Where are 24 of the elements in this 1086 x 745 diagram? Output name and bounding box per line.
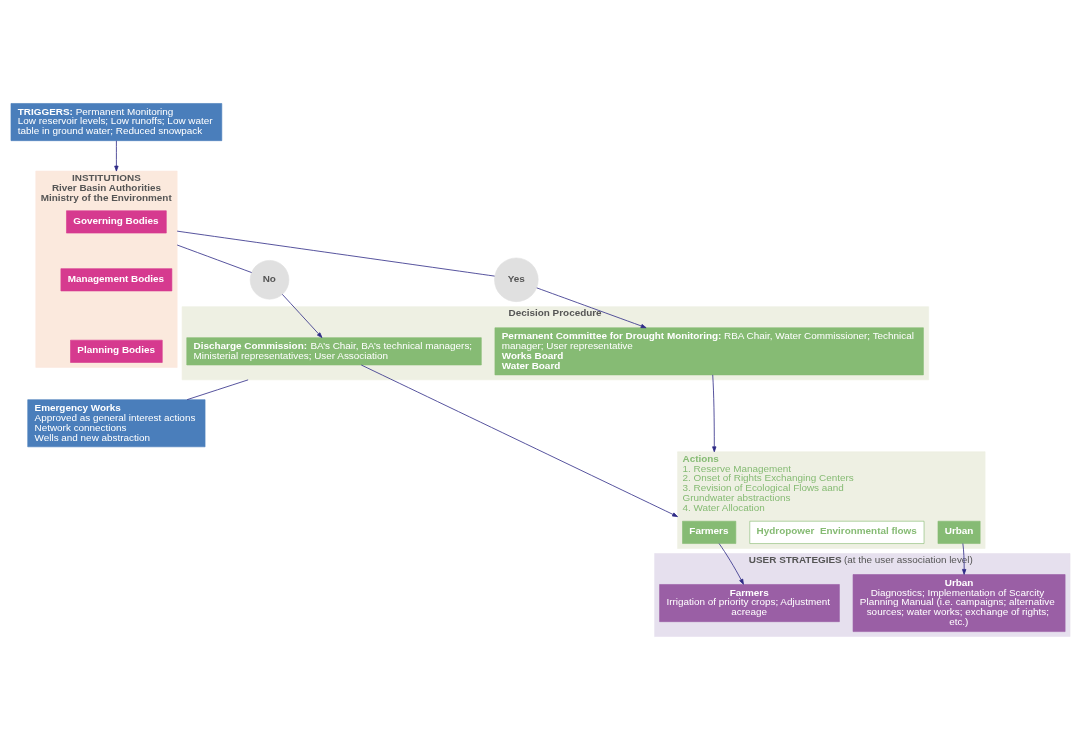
node-box: Permanent Committee for Drought Monitoring: RBA Chair, Water Commissioner; Technical manager; User representative Works Board Water Board — [494, 327, 924, 376]
node-circle: Yes — [494, 257, 539, 302]
connector — [176, 244, 252, 273]
node-box: TRIGGERS: Permanent Monitoring Low reservoir levels; Low runoffs; Low water table in ground water; Reduced snowpack — [10, 103, 223, 141]
node-box: Management Bodies — [60, 268, 173, 292]
arrow — [360, 364, 678, 517]
node-circle: No — [249, 260, 290, 300]
arrow — [281, 293, 323, 338]
node-box: Discharge Commission: BA’s Chair, BA’s technical managers; Ministerial representatives; User Association — [186, 337, 482, 366]
arrow — [712, 374, 717, 453]
connector — [186, 379, 249, 401]
connector — [176, 230, 495, 277]
node-box: Planning Bodies — [70, 339, 163, 363]
arrow — [718, 543, 744, 585]
arrow — [114, 140, 119, 172]
node-box: Emergency Works Approved as general interest actions Network connections Wells and new abstraction — [27, 399, 206, 448]
arrow — [962, 543, 967, 575]
node-box: Urban — [937, 520, 981, 544]
node-box: Farmers — [682, 520, 737, 544]
node-box: Farmers Irrigation of priority crops; Adjustment acreage — [659, 584, 840, 622]
node-box: Governing Bodies — [66, 210, 167, 234]
node-box: Urban Diagnostics; Implementation of Scarcity Planning Manual (i.e. campaigns; alternative sources; water works; exchange of rights; etc.) — [852, 574, 1066, 632]
arrow — [536, 287, 647, 329]
node-box: Hydropower Environmental flows — [749, 520, 925, 544]
